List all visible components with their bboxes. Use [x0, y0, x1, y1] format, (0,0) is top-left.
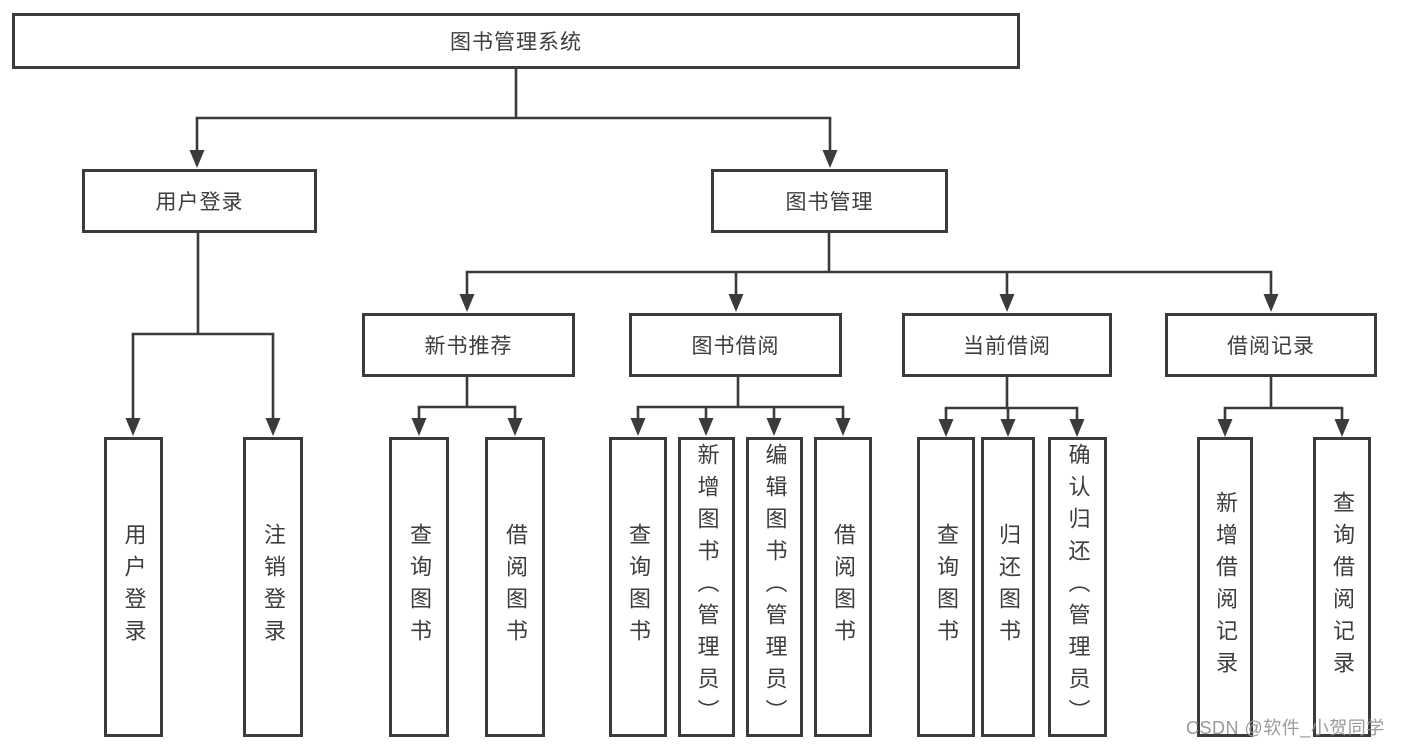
leaf-label: 查询借阅记录 — [1330, 491, 1355, 683]
leaf-label: 新增图书（管理员） — [694, 443, 720, 731]
leaf-user-login: 用户登录 — [104, 437, 163, 737]
leaf-label: 查询图书 — [407, 523, 432, 651]
leaf-return-books: 归还图书 — [981, 437, 1035, 737]
leaf-label: 归还图书 — [996, 523, 1021, 651]
leaf-label: 新增借阅记录 — [1213, 491, 1238, 683]
node-new-book-recommend-label: 新书推荐 — [424, 335, 513, 358]
node-borrow-records: 借阅记录 — [1165, 313, 1377, 377]
leaf-label: 借阅图书 — [831, 523, 856, 651]
leaf-borrow-books: 借阅图书 — [814, 437, 872, 737]
leaf-add-borrow-record: 新增借阅记录 — [1197, 437, 1253, 737]
leaf-query-books-recommend: 查询图书 — [389, 437, 449, 737]
leaf-edit-books-admin: 编辑图书（管理员） — [746, 437, 803, 737]
leaf-logout: 注销登录 — [243, 437, 303, 737]
node-book-borrow: 图书借阅 — [629, 313, 842, 377]
leaf-borrow-books-recommend: 借阅图书 — [485, 437, 545, 737]
node-book-borrow-label: 图书借阅 — [691, 335, 780, 358]
node-root: 图书管理系统 — [12, 13, 1020, 69]
node-user-login-label: 用户登录 — [155, 191, 244, 214]
node-book-management: 图书管理 — [711, 169, 948, 233]
leaf-label: 借阅图书 — [503, 523, 528, 651]
leaf-label: 确认归还（管理员） — [1065, 443, 1091, 731]
node-user-login: 用户登录 — [82, 169, 317, 233]
leaf-label: 用户登录 — [121, 523, 147, 651]
leaf-label: 查询图书 — [626, 523, 651, 651]
node-current-borrow: 当前借阅 — [902, 313, 1112, 377]
watermark: CSDN @软件_小贺同学 — [1186, 718, 1385, 738]
node-borrow-records-label: 借阅记录 — [1227, 335, 1315, 358]
leaf-confirm-return-admin: 确认归还（管理员） — [1048, 437, 1107, 737]
leaf-query-books-current: 查询图书 — [917, 437, 975, 737]
node-new-book-recommend: 新书推荐 — [362, 313, 575, 377]
leaf-query-books-borrow: 查询图书 — [609, 437, 667, 737]
leaf-label: 注销登录 — [261, 523, 286, 651]
leaf-label: 查询图书 — [934, 523, 959, 651]
leaf-query-borrow-record: 查询借阅记录 — [1313, 437, 1371, 737]
node-current-borrow-label: 当前借阅 — [963, 335, 1051, 358]
node-root-label: 图书管理系统 — [450, 31, 582, 54]
leaf-add-books-admin: 新增图书（管理员） — [678, 437, 735, 737]
leaf-label: 编辑图书（管理员） — [762, 443, 788, 731]
node-book-management-label: 图书管理 — [785, 191, 874, 214]
